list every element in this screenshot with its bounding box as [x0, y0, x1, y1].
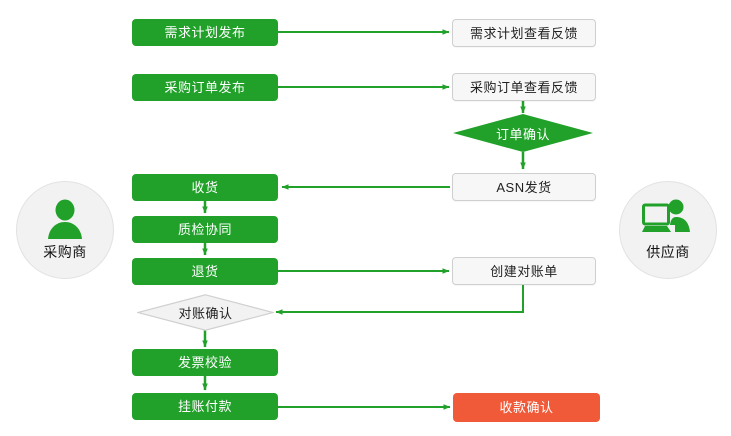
- node-purchase-order-publish[interactable]: 采购订单发布: [132, 74, 278, 101]
- edge-statement-to-confirm: [275, 285, 524, 315]
- diamond-shape-green: [453, 114, 593, 152]
- actor-supplier-label: 供应商: [646, 243, 690, 260]
- node-return-goods[interactable]: 退货: [132, 258, 278, 285]
- node-statement-confirm-label: 对账确认: [178, 306, 233, 321]
- node-receipt-confirm[interactable]: 收款确认: [453, 393, 600, 422]
- node-payable-payment[interactable]: 挂账付款: [132, 393, 278, 420]
- node-invoice-verify[interactable]: 发票校验: [132, 349, 278, 376]
- node-quality-collaboration[interactable]: 质检协同: [132, 216, 278, 243]
- node-order-confirm[interactable]: 订单确认: [453, 114, 593, 152]
- node-purchase-order-review[interactable]: 采购订单查看反馈: [452, 73, 596, 101]
- actor-buyer-label: 采购商: [43, 243, 87, 260]
- person-icon: [43, 199, 87, 239]
- node-create-statement[interactable]: 创建对账单: [452, 257, 596, 285]
- node-asn-shipment[interactable]: ASN发货: [452, 173, 596, 201]
- node-statement-confirm[interactable]: 对账确认: [137, 294, 274, 331]
- node-order-confirm-label: 订单确认: [495, 126, 550, 142]
- actor-supplier[interactable]: 供应商: [619, 181, 717, 279]
- node-receive-goods[interactable]: 收货: [132, 174, 278, 201]
- person-at-computer-icon: [642, 199, 694, 239]
- node-demand-plan-review[interactable]: 需求计划查看反馈: [452, 19, 596, 47]
- node-demand-plan-publish[interactable]: 需求计划发布: [132, 19, 278, 46]
- actor-buyer[interactable]: 采购商: [16, 181, 114, 279]
